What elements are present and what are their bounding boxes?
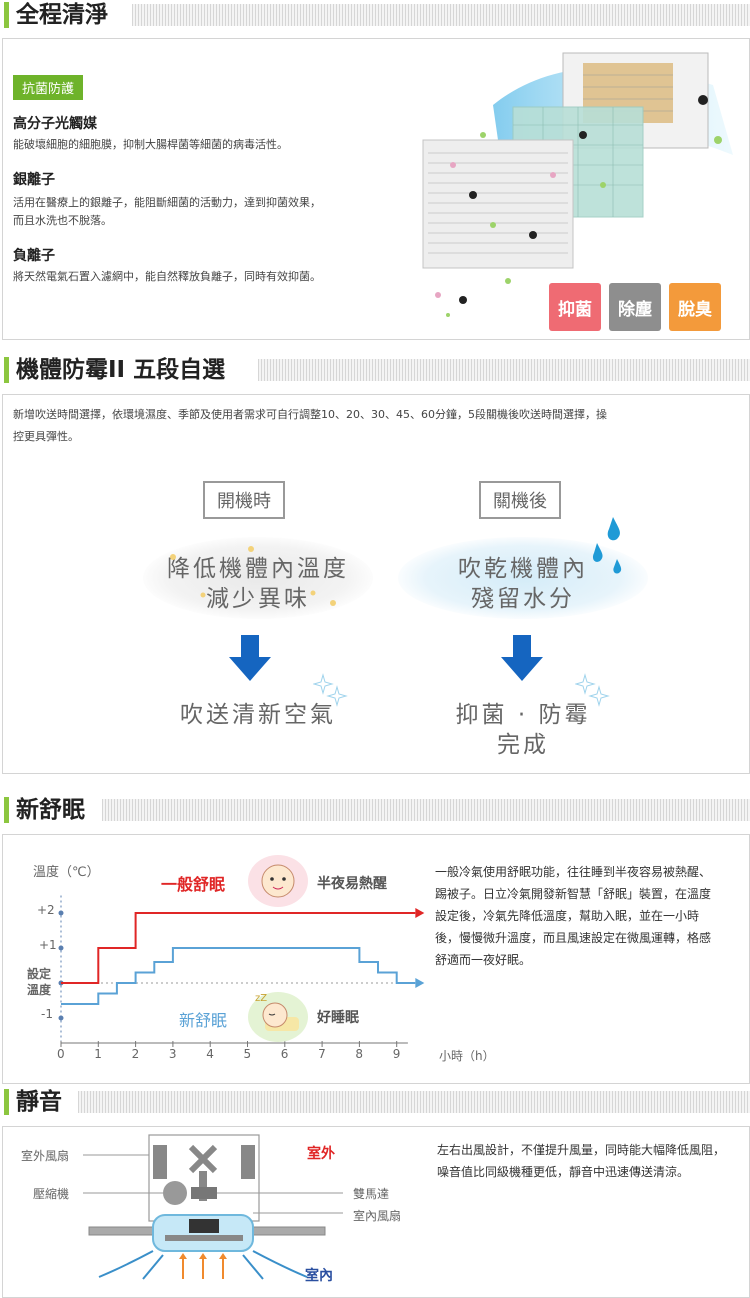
badge-antibacterial: 抑菌: [549, 283, 601, 331]
x-tick-label: 7: [318, 1047, 326, 1061]
y-tick-dot: [58, 910, 64, 916]
paragraph-line: 一般冷氣使用舒眠功能，往往睡到半夜容易被熱醒、: [435, 865, 712, 879]
mold-description: 新增吹送時間選擇，依環境濕度、季節及使用者需求可自行調整10、20、30、45、…: [13, 408, 607, 421]
series-label-new: 新舒眠: [179, 1011, 228, 1030]
item-heading: 銀離子: [13, 172, 55, 188]
label-outside: 室外: [307, 1146, 335, 1162]
section-title: 靜音: [16, 1089, 62, 1115]
section-stripe: [258, 359, 750, 381]
x-tick-label: 0: [57, 1047, 65, 1061]
quiet-paragraph: 左右出風設計，不僅提升風量，同時能大幅降低風阻， 噪音值比同級機種更低，靜音中迅…: [437, 1139, 725, 1183]
item-text: 將天然電氣石置入濾網中，能自然釋放負離子，同時有效抑菌。: [13, 270, 321, 283]
panel-clean: 抗菌防護 高分子光觸媒 能破壞細胞的細胞膜，抑制大腸桿菌等細菌的病毒活性。 銀離…: [2, 38, 750, 340]
x-tick-label: 1: [94, 1047, 102, 1061]
section-stripe: [132, 4, 750, 26]
x-tick-label: 8: [355, 1047, 364, 1061]
y-tick: +1: [39, 938, 57, 952]
arrow-down-icon: [501, 635, 543, 681]
section-title: 機體防霉II 五段自選: [16, 357, 226, 383]
paragraph-line: 噪音值比同級機種更低，靜音中迅速傳送清涼。: [437, 1165, 690, 1179]
mold-description: 控更具彈性。: [13, 430, 79, 443]
section-stripe: [78, 1091, 750, 1113]
section-header-quiet: 靜音: [0, 1087, 750, 1117]
antibacterial-tag: 抗菌防護: [13, 75, 84, 100]
label-outdoor-fan: 室外風扇: [21, 1149, 70, 1163]
panel-mold: 新增吹送時間選擇，依環境濕度、季節及使用者需求可自行調整10、20、30、45、…: [2, 394, 750, 774]
badge-dust: 除塵: [609, 283, 661, 331]
item-heading: 負離子: [13, 248, 55, 264]
sparkle-icon: [575, 673, 610, 707]
left-result: 吹送清新空氣: [180, 702, 336, 728]
section-title: 全程清淨: [16, 2, 108, 28]
arrow-down-icon: [229, 635, 271, 681]
x-tick-label: 2: [131, 1047, 140, 1061]
sleep-paragraph: 一般冷氣使用舒眠功能，往往睡到半夜容易被熱醒、 踢被子。日立冷氣開發新智慧「舒眠…: [435, 861, 711, 971]
panel-sleep: 溫度（℃） +2 +1 設定 溫度 -1 0 1 2 3 4 5 6 7 8 9 小時（h） 一般…: [2, 834, 750, 1084]
item-text: 能破壞細胞的細胞膜，抑制大腸桿菌等細菌的病毒活性。: [13, 138, 288, 151]
hot-baby-icon: [248, 855, 308, 907]
label-compressor: 壓縮機: [33, 1187, 70, 1201]
sleeping-baby-icon: zZ: [248, 992, 308, 1042]
section-accent-bar: [4, 797, 9, 823]
x-tick-label: 9: [392, 1047, 401, 1061]
section-header-clean: 全程清淨: [0, 0, 750, 30]
item-text: 而且水洗也不脫落。: [13, 214, 112, 227]
sparkle-dots: [170, 546, 336, 606]
section-accent-bar: [4, 2, 9, 28]
series-note-new: 好睡眠: [317, 1010, 359, 1026]
badge-deodorize: 脫臭: [669, 283, 721, 331]
label-inside: 室內: [305, 1268, 333, 1284]
right-line2: 殘留水分: [471, 586, 575, 612]
series-line-new: [61, 947, 416, 1005]
panel-quiet: 室外風扇 壓縮機 室外 雙馬達 室內風扇 室內 左右出風設計，不僅提升風量，同時…: [2, 1126, 750, 1298]
series-note-normal: 半夜易熱醒: [317, 876, 387, 892]
svg-text:zZ: zZ: [255, 993, 267, 1004]
series-arrowhead: [415, 908, 425, 918]
y-tick-dot: [58, 1015, 64, 1021]
item-text: 活用在醫療上的銀離子，能阻斷細菌的活動力，達到抑菌效果，: [13, 196, 321, 209]
x-tick-label: 5: [243, 1047, 252, 1061]
y-tick: 溫度: [27, 983, 52, 997]
mode-power-on: 開機時: [203, 481, 285, 519]
y-tick: +2: [37, 903, 55, 917]
section-accent-bar: [4, 1089, 9, 1115]
y-axis-label: 溫度（℃）: [33, 865, 100, 880]
right-result1: 抑菌 · 防霉: [455, 702, 591, 728]
paragraph-line: 踢被子。日立冷氣開發新智慧「舒眠」裝置，在溫度: [435, 887, 712, 901]
section-header-mold: 機體防霉II 五段自選: [0, 355, 750, 385]
section-title: 新舒眠: [16, 797, 85, 823]
item-heading: 高分子光觸媒: [13, 116, 97, 132]
label-indoor-fan: 室內風扇: [353, 1209, 402, 1223]
right-line1: 吹乾機體內: [458, 556, 588, 582]
paragraph-line: 後，慢慢微升溫度，而且風速設定在微風運轉，格感: [435, 931, 712, 945]
left-line2: 減少異味: [206, 586, 310, 612]
sparkle-icon: [313, 673, 348, 707]
section-header-sleep: 新舒眠: [0, 795, 750, 825]
label-dual-motor: 雙馬達: [353, 1187, 390, 1201]
section-stripe: [102, 799, 750, 821]
section-accent-bar: [4, 357, 9, 383]
paragraph-line: 左右出風設計，不僅提升風量，同時能大幅降低風阻，: [437, 1143, 726, 1157]
paragraph-line: 舒適而一夜好眠。: [435, 953, 532, 967]
x-tick-label: 6: [280, 1047, 289, 1061]
y-tick: 設定: [27, 967, 52, 981]
x-axis-unit: 小時（h）: [439, 1049, 495, 1063]
y-tick: -1: [41, 1007, 53, 1021]
series-arrowhead: [415, 978, 425, 988]
quiet-diagram: [83, 1134, 343, 1280]
sleep-chart: [58, 895, 425, 1047]
cool-glow: [398, 537, 648, 619]
x-tick-label: 4: [206, 1047, 214, 1061]
paragraph-line: 設定後，冷氣先降低溫度，幫助入眠，並在一小時: [435, 909, 700, 923]
series-label-normal: 一般舒眠: [161, 875, 226, 894]
water-drops-icon: [592, 517, 622, 574]
y-tick-dot: [58, 945, 64, 951]
series-line-normal: [61, 912, 416, 984]
x-tick-label: 3: [168, 1047, 177, 1061]
mode-power-off: 關機後: [479, 481, 561, 519]
right-result2: 完成: [497, 732, 549, 758]
filter-illustration: [422, 52, 733, 317]
left-line1: 降低機體內溫度: [167, 556, 349, 582]
